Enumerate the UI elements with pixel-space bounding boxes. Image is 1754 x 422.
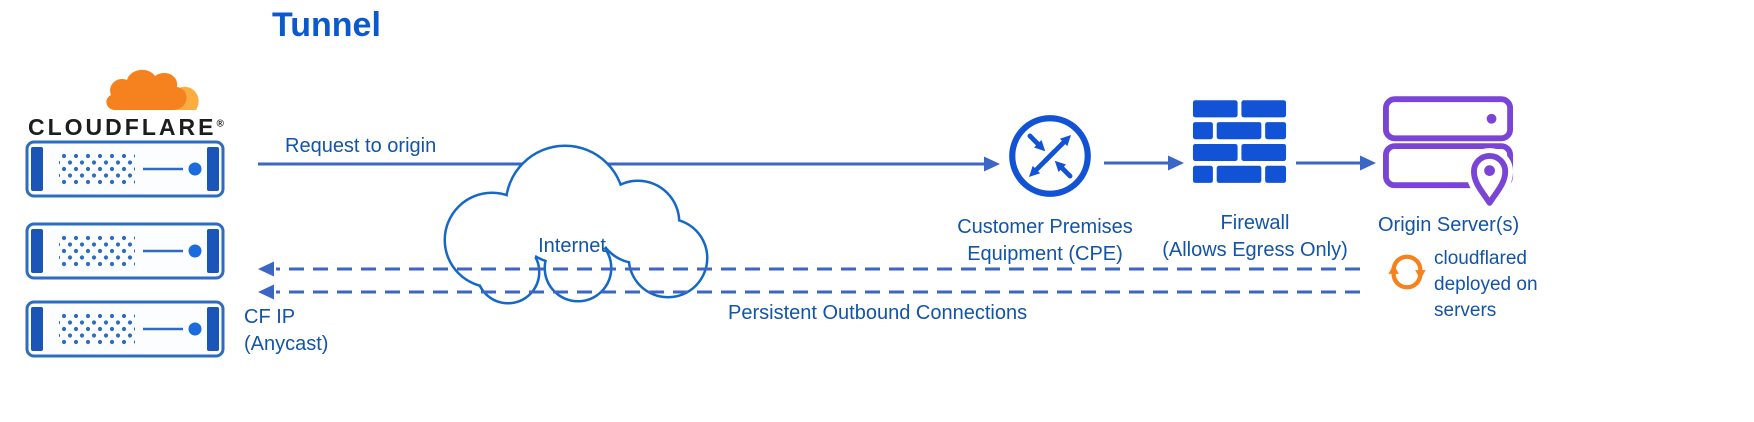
firewall-brick-icon [1192, 100, 1287, 183]
cpe-label: Customer Premises Equipment (CPE) [935, 214, 1155, 268]
internet-label: Internet [538, 235, 606, 257]
cloudflared-label-line1: cloudflared [1434, 248, 1527, 269]
registered-mark: ® [216, 118, 224, 130]
firewall-to-origin-arrow [1296, 155, 1376, 171]
location-pin-icon [1466, 148, 1514, 208]
edge-server-icon [25, 140, 225, 198]
origin-servers-label: Origin Server(s) [1378, 214, 1520, 236]
origin-server-icon [1383, 96, 1514, 208]
brand-text: CLOUDFLARE [28, 114, 217, 140]
edge-server-icon [25, 222, 225, 280]
cf-ip-label-line2: (Anycast) [244, 333, 329, 355]
sync-arrows-icon [1388, 254, 1426, 290]
cloudflared-label-line3: servers [1434, 300, 1497, 321]
firewall-label: Firewall (Allows Egress Only) [1135, 210, 1375, 264]
diagram-title: Tunnel [272, 6, 381, 44]
cf-ip-label: CF IP (Anycast) [244, 304, 328, 358]
edge-server-icon [25, 300, 225, 358]
cloudflared-label: cloudflared deployed on servers [1434, 246, 1538, 324]
persistent-connections-label: Persistent Outbound Connections [728, 302, 1028, 324]
persistent-connection-line-bottom [258, 284, 1360, 300]
cf-ip-label-line1: CF IP [244, 306, 296, 328]
cloudflare-wordmark: CLOUDFLARE® [28, 114, 224, 141]
cpe-router-icon [1009, 115, 1091, 197]
internet-cloud-icon [443, 144, 709, 305]
cpe-label-line2: Equipment (CPE) [967, 243, 1123, 265]
request-to-origin-label: Request to origin [285, 135, 437, 157]
firewall-label-line1: Firewall [1220, 212, 1290, 234]
cpe-to-firewall-arrow [1104, 155, 1184, 171]
cloudflare-cloud-icon [106, 69, 199, 110]
cpe-label-line1: Customer Premises [957, 216, 1133, 238]
request-arrow [258, 156, 1000, 172]
cloudflare-logo: CLOUDFLARE® [28, 66, 243, 144]
firewall-label-line2: (Allows Egress Only) [1162, 239, 1348, 261]
persistent-connection-line-top [258, 261, 1360, 277]
cloudflared-label-line2: deployed on [1434, 274, 1538, 295]
